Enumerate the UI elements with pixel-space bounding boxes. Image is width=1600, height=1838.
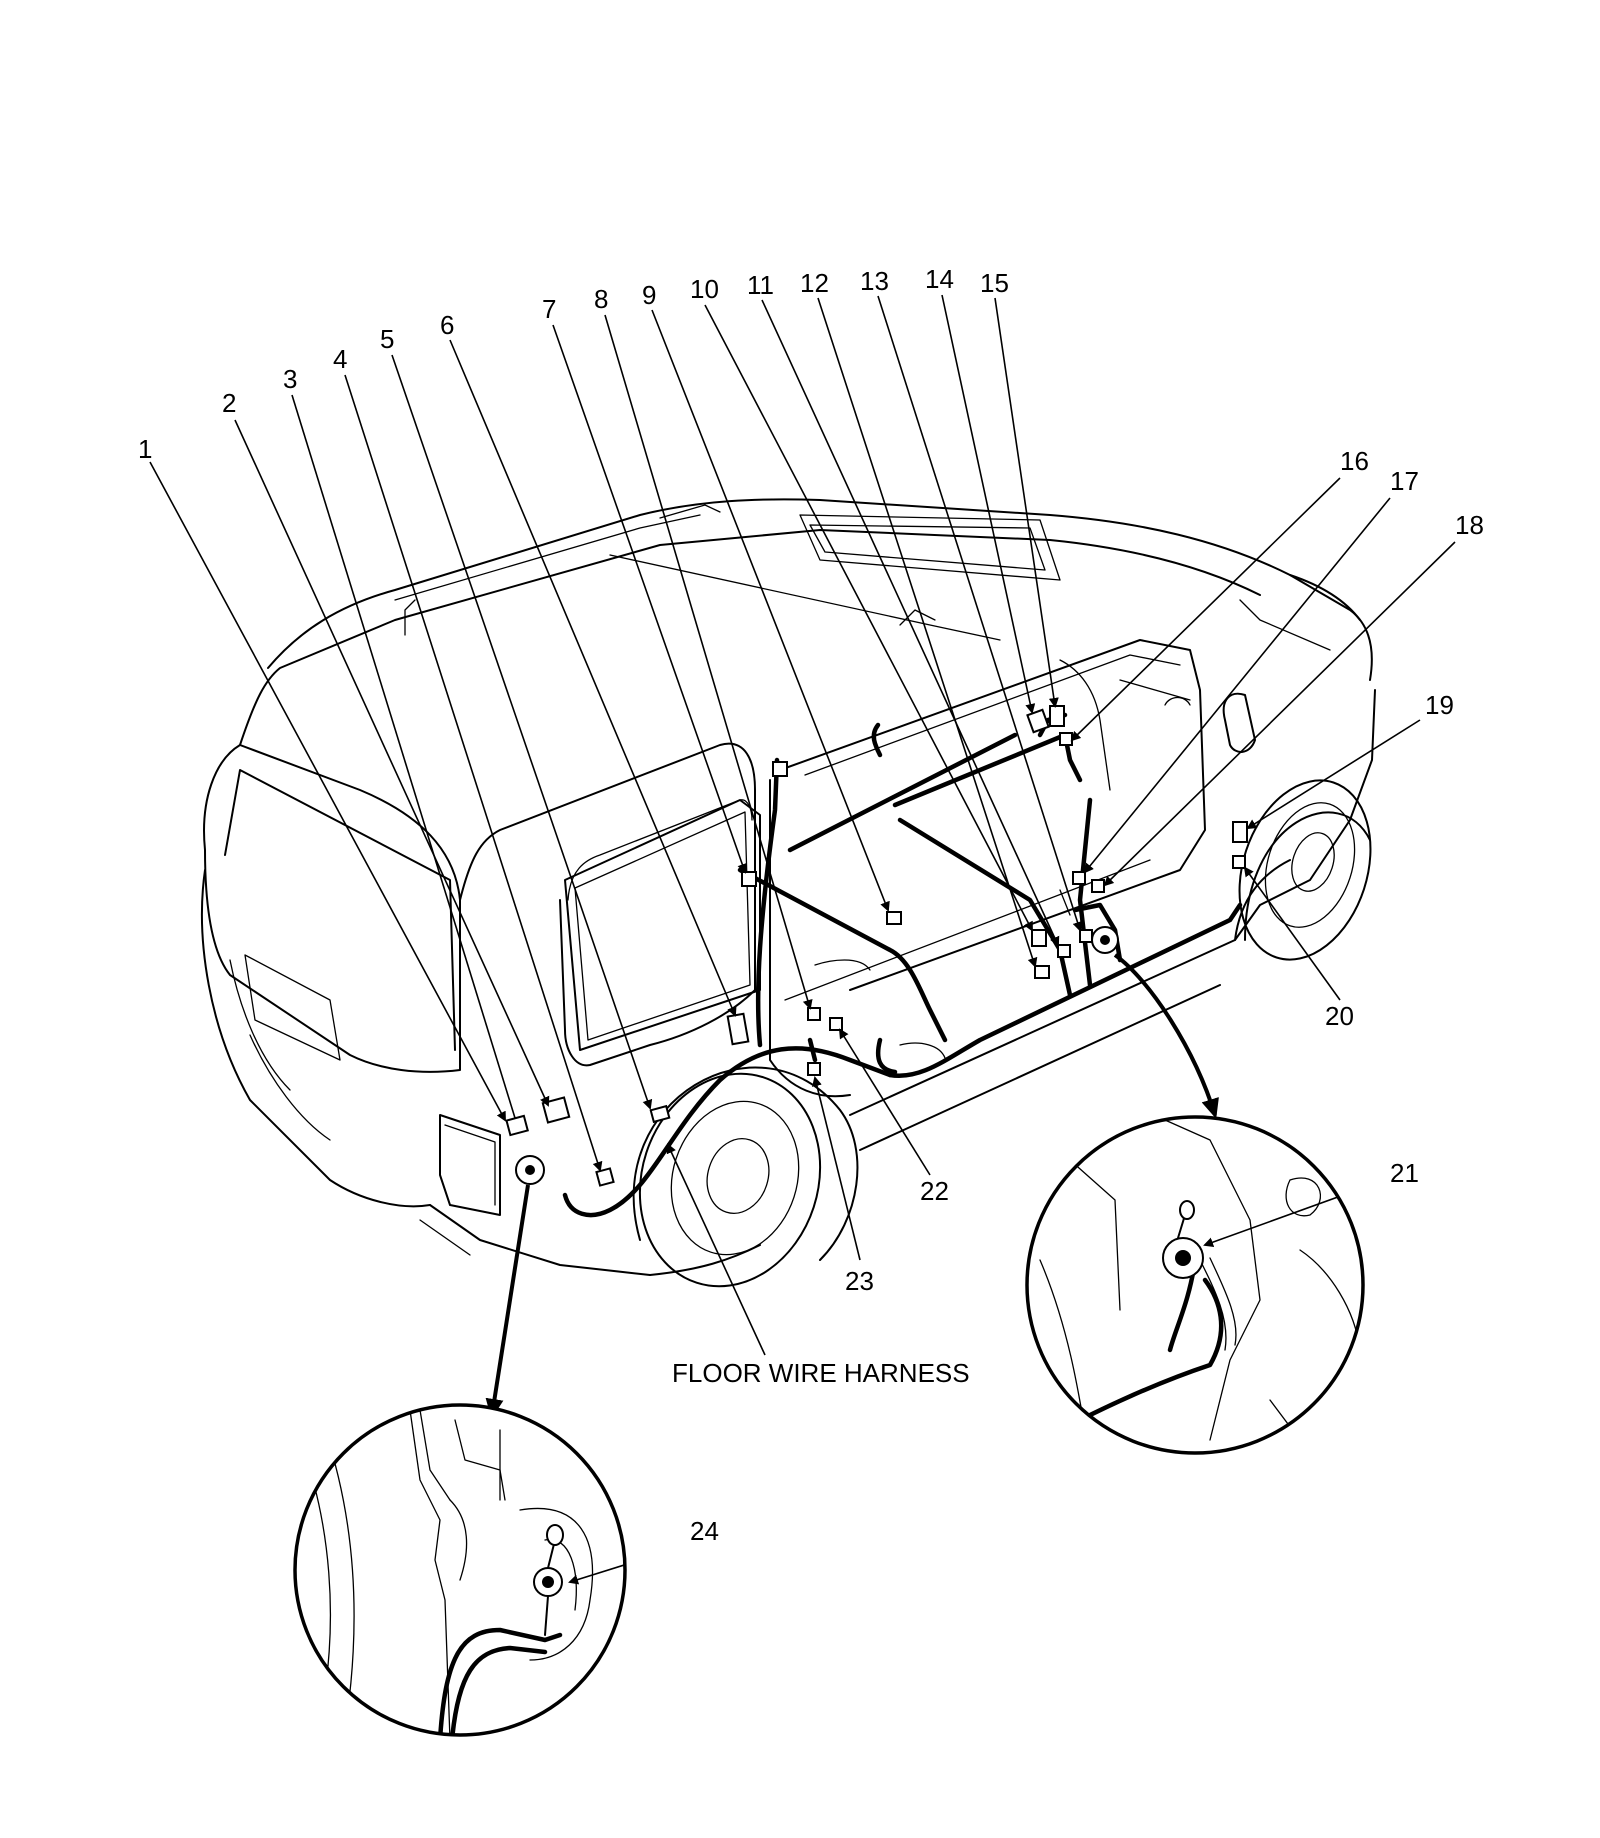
connector-13 xyxy=(1079,929,1093,943)
connector-14 xyxy=(1026,708,1050,734)
connector-18 xyxy=(1091,879,1105,893)
floor-wire-harness xyxy=(562,712,1243,1218)
callout-6: 6 xyxy=(440,310,454,340)
callout-23: 23 xyxy=(845,1266,874,1296)
callout-14: 14 xyxy=(925,264,954,294)
detail-arrows xyxy=(485,953,1219,1419)
ground-terminals xyxy=(515,926,1119,1185)
connector-12 xyxy=(1034,965,1050,979)
callout-24: 24 xyxy=(690,1516,719,1546)
callout-9: 9 xyxy=(642,280,656,310)
connector-2 xyxy=(541,1096,571,1124)
callout-12: 12 xyxy=(800,268,829,298)
connector-16 xyxy=(1059,732,1073,746)
connector-11 xyxy=(1057,944,1071,958)
callout-7: 7 xyxy=(542,294,556,324)
connector-15 xyxy=(1049,705,1065,727)
connector-22a xyxy=(807,1007,821,1021)
harness-label: FLOOR WIRE HARNESS xyxy=(672,1358,970,1388)
connector-17 xyxy=(1072,871,1086,885)
detail-view-21 xyxy=(1025,1115,1365,1455)
callout-21: 21 xyxy=(1390,1158,1419,1188)
callout-8: 8 xyxy=(594,284,608,314)
connector-6 xyxy=(726,1012,750,1046)
callout-19: 19 xyxy=(1425,690,1454,720)
callout-20: 20 xyxy=(1325,1001,1354,1031)
connector-7 xyxy=(741,871,757,887)
callout-16: 16 xyxy=(1340,446,1369,476)
connector-19 xyxy=(1232,821,1248,843)
connector-8 xyxy=(772,761,788,777)
callout-1: 1 xyxy=(138,434,152,464)
connector-22b xyxy=(829,1017,843,1031)
detail-view-24 xyxy=(293,1403,627,1737)
front-wheel xyxy=(1238,779,1372,961)
callout-15: 15 xyxy=(980,268,1009,298)
callout-22: 22 xyxy=(920,1176,949,1206)
rear-wheel xyxy=(632,1066,859,1288)
callout-4: 4 xyxy=(333,344,347,374)
vehicle-outline xyxy=(201,498,1376,1276)
callout-leaders xyxy=(149,294,1456,1356)
connector-1 xyxy=(505,1114,529,1137)
callout-3: 3 xyxy=(283,364,297,394)
connector-10 xyxy=(1031,929,1047,947)
connector-20 xyxy=(1232,855,1246,869)
connectors xyxy=(505,705,1248,1187)
callout-2: 2 xyxy=(222,388,236,418)
connector-23 xyxy=(807,1062,821,1076)
callout-numbers: 1 2 3 4 5 6 7 8 9 10 11 12 13 14 15 16 1… xyxy=(138,264,1484,1546)
callout-5: 5 xyxy=(380,324,394,354)
callout-11: 11 xyxy=(747,270,774,300)
callout-13: 13 xyxy=(860,266,889,296)
callout-18: 18 xyxy=(1455,510,1484,540)
callout-10: 10 xyxy=(690,274,719,304)
connector-5 xyxy=(649,1104,671,1124)
connector-9 xyxy=(886,911,902,925)
callout-17: 17 xyxy=(1390,466,1419,496)
connector-4 xyxy=(595,1167,615,1187)
